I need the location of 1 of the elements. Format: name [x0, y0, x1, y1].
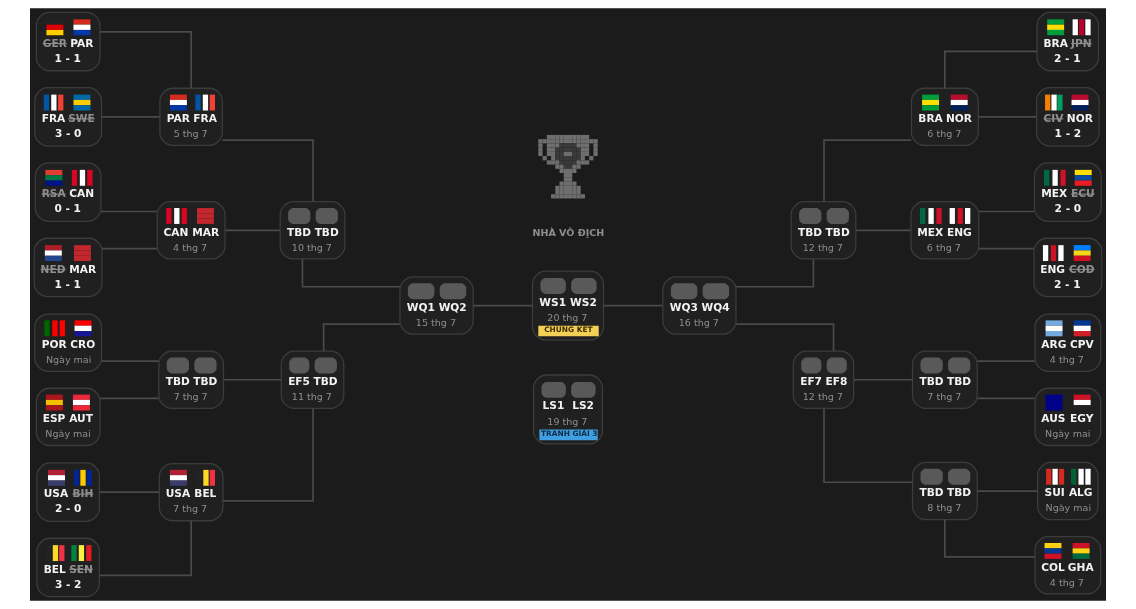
label: NHÀ VÔ ĐỊCH: [532, 226, 605, 238]
